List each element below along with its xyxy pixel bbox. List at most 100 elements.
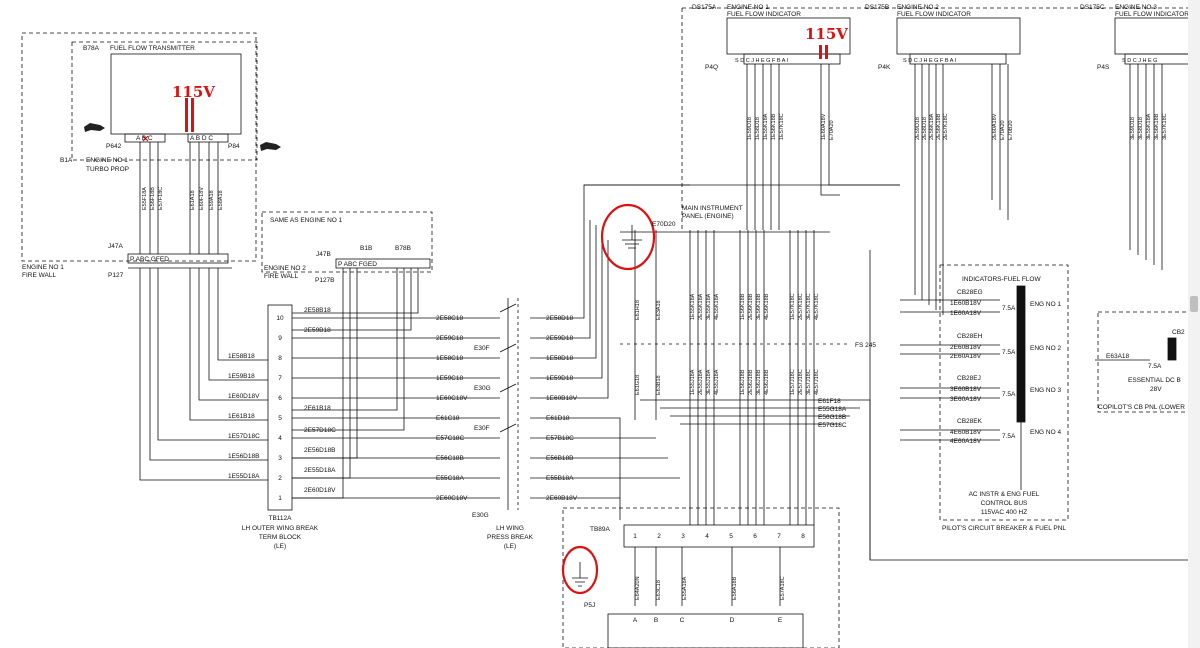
scrollbar-thumb[interactable] bbox=[1190, 296, 1198, 312]
svg-text:1E60B18V: 1E60B18V bbox=[950, 300, 982, 307]
svg-text:E55A18A: E55A18A bbox=[682, 576, 688, 600]
svg-text:3E55K18A: 3E55K18A bbox=[1146, 113, 1152, 140]
svg-text:8: 8 bbox=[801, 533, 805, 540]
conn-j47a-ref: J47A bbox=[108, 243, 123, 250]
svg-text:A: A bbox=[633, 617, 638, 624]
svg-text:2E55D18A: 2E55D18A bbox=[304, 467, 336, 474]
svg-text:2E55K18A: 2E55K18A bbox=[698, 293, 704, 320]
copilot-cb-panel bbox=[1097, 311, 1200, 413]
svg-text:7: 7 bbox=[777, 533, 781, 540]
svg-text:2E59D18: 2E59D18 bbox=[546, 335, 573, 342]
tb89a-zone bbox=[562, 507, 840, 648]
svg-text:2E56K18B: 2E56K18B bbox=[936, 113, 942, 140]
copilot-amp: 7.5A bbox=[1148, 363, 1162, 370]
svg-text:1E55K18A: 1E55K18A bbox=[763, 113, 769, 140]
breaker-bus-bar bbox=[1016, 285, 1026, 423]
transmitter-ref: B78A bbox=[83, 45, 100, 52]
svg-text:E57G18C: E57G18C bbox=[818, 422, 847, 429]
svg-text:E30G: E30G bbox=[472, 512, 489, 519]
svg-text:1E59B18: 1E59B18 bbox=[228, 373, 255, 380]
svg-text:4E57K18C: 4E57K18C bbox=[814, 293, 820, 320]
svg-text:2E57K18C: 2E57K18C bbox=[943, 113, 949, 140]
indicator3-plug: P4S bbox=[1097, 64, 1110, 71]
svg-text:2E59B18: 2E59B18 bbox=[304, 327, 331, 334]
svg-text:7.5A: 7.5A bbox=[1002, 433, 1016, 440]
bus-label3: 115VAC 400 HZ bbox=[981, 509, 1027, 516]
svg-text:E56F18B: E56F18B bbox=[150, 187, 156, 210]
svg-text:1E58B18: 1E58B18 bbox=[228, 353, 255, 360]
svg-text:E57F18C: E57F18C bbox=[158, 187, 164, 210]
svg-text:E30F: E30F bbox=[474, 425, 490, 432]
svg-text:10: 10 bbox=[276, 315, 284, 322]
svg-text:1E56J18B: 1E56J18B bbox=[740, 369, 746, 395]
engine2-zone bbox=[261, 211, 433, 273]
fuel-flow-transmitter-box bbox=[71, 41, 258, 161]
ground-circle-marker-tb89a bbox=[561, 545, 599, 595]
svg-text:5: 5 bbox=[278, 415, 282, 422]
svg-text:5: 5 bbox=[729, 533, 733, 540]
svg-text:8: 8 bbox=[278, 355, 282, 362]
svg-text:E70A20: E70A20 bbox=[1000, 120, 1006, 140]
panel-vertical-wire-labels: E61H18 E63A18 1E55K18A 2E55K18A 3E55K18A… bbox=[635, 293, 820, 320]
svg-text:2E57D18C: 2E57D18C bbox=[304, 427, 336, 434]
svg-text:1E60A18V: 1E60A18V bbox=[950, 310, 982, 317]
svg-text:1E57J18C: 1E57J18C bbox=[790, 369, 796, 395]
breakers-title: INDICATORS-FUEL FLOW bbox=[962, 276, 1041, 283]
indicator2-ref: DS175B bbox=[865, 4, 889, 11]
svg-text:2E58C18: 2E58C18 bbox=[436, 315, 463, 322]
voltage-marker-right bbox=[819, 45, 822, 59]
svg-text:E57B18C: E57B18C bbox=[546, 435, 574, 442]
indicator2-pins: S D C J H E G F B A I bbox=[903, 58, 957, 64]
voltage-annotation-right: 115V bbox=[805, 25, 848, 43]
svg-text:E30F: E30F bbox=[474, 345, 490, 352]
tb112a-label2: TERM BLOCK bbox=[259, 534, 302, 541]
connector-j47b bbox=[335, 258, 431, 269]
wing-break-label: LH WING bbox=[496, 525, 524, 532]
indicator1-plug: P4Q bbox=[705, 64, 718, 71]
pilot-panel-label: PILOT'S CIRCUIT BREAKER & FUEL PNL bbox=[942, 525, 1066, 532]
svg-text:C: C bbox=[680, 617, 685, 624]
engine2-label: SAME AS ENGINE NO 1 bbox=[270, 217, 343, 224]
svg-text:1E55J18A: 1E55J18A bbox=[690, 369, 696, 395]
engine1-box-ref: B1A bbox=[60, 157, 73, 164]
svg-text:ENG NO 4: ENG NO 4 bbox=[1030, 429, 1061, 436]
terminal-block-left-wires: 1E58B18 1E59B18 1E60D18V 1E61B18 1E57D18… bbox=[228, 353, 260, 480]
svg-text:4E56K18B: 4E56K18B bbox=[764, 293, 770, 320]
svg-text:1E57K18C: 1E57K18C bbox=[779, 113, 785, 140]
svg-text:2E58D18: 2E58D18 bbox=[546, 315, 573, 322]
indicator-engine2 bbox=[896, 17, 1021, 55]
svg-text:1E58D18: 1E58D18 bbox=[755, 117, 761, 140]
firewall1-label2: FIRE WALL bbox=[22, 272, 56, 279]
transmitter-label: FUEL FLOW TRANSMITTER bbox=[110, 45, 195, 52]
svg-text:1E59D18: 1E59D18 bbox=[747, 117, 753, 140]
svg-text:E55F18A: E55F18A bbox=[142, 187, 148, 210]
ground-wire-label: E70D20 bbox=[652, 221, 676, 228]
svg-text:E61G18: E61G18 bbox=[635, 375, 641, 395]
svg-text:E63B18: E63B18 bbox=[656, 375, 662, 395]
svg-text:E56G18B: E56G18B bbox=[818, 414, 846, 421]
svg-text:D: D bbox=[730, 617, 735, 624]
indicator3-pins: S D C J H E G bbox=[1122, 58, 1157, 64]
svg-text:3E55J18A: 3E55J18A bbox=[706, 369, 712, 395]
svg-text:E56A18B: E56A18B bbox=[732, 576, 738, 600]
svg-text:3E56J18B: 3E56J18B bbox=[756, 369, 762, 395]
svg-text:1E58D18: 1E58D18 bbox=[546, 355, 573, 362]
terminal-block-numbers: 10 9 8 7 6 5 4 3 2 1 bbox=[276, 315, 284, 502]
connector-j47a bbox=[127, 253, 229, 264]
plug-p5j: P5J bbox=[584, 602, 595, 609]
svg-text:3: 3 bbox=[681, 533, 685, 540]
svg-text:CB28EJ: CB28EJ bbox=[957, 375, 981, 382]
vertical-scrollbar[interactable] bbox=[1188, 0, 1200, 648]
svg-text:2E60C18V: 2E60C18V bbox=[436, 495, 468, 502]
pins-left: A B C bbox=[136, 135, 153, 142]
svg-text:1E57D18C: 1E57D18C bbox=[228, 433, 260, 440]
pointing-hand-icon bbox=[84, 123, 281, 151]
svg-text:E63A18: E63A18 bbox=[656, 300, 662, 320]
svg-text:E60F18V: E60F18V bbox=[199, 187, 205, 210]
svg-text:2E58D18: 2E58D18 bbox=[922, 117, 928, 140]
svg-text:1E55D18A: 1E55D18A bbox=[228, 473, 260, 480]
breaker-rows: CB28EG 1E60B18V 1E60A18V 7.5A ENG NO 1 C… bbox=[950, 289, 1061, 445]
plug-p127: P127 bbox=[108, 272, 124, 279]
ground-circle-marker bbox=[600, 203, 656, 271]
